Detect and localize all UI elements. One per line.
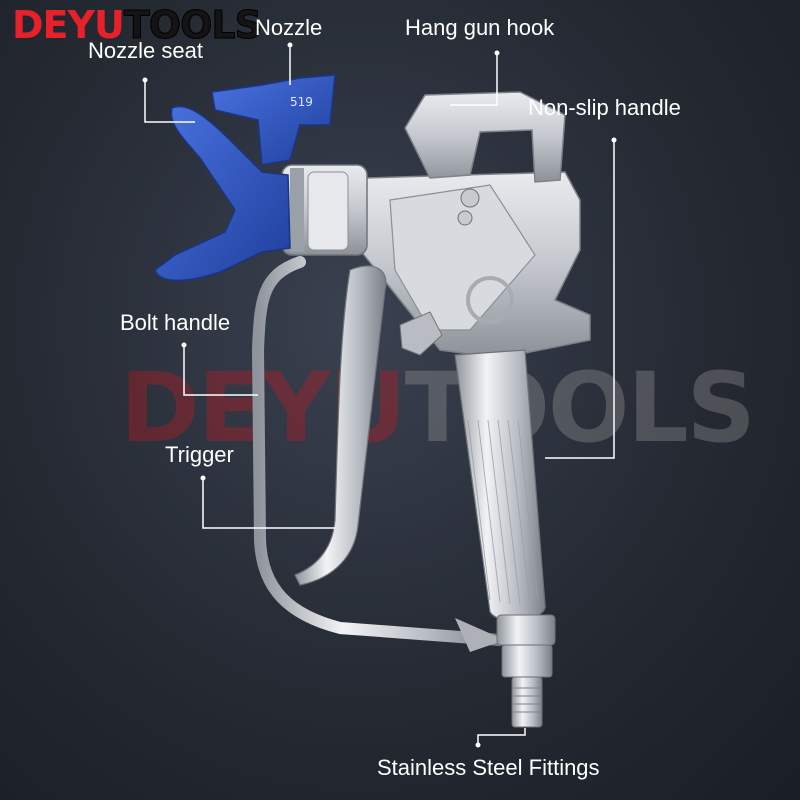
nozzle-seat <box>154 105 291 282</box>
nozzle <box>211 74 336 166</box>
trigger <box>294 265 387 586</box>
brand-logo: DEYUTOOLS <box>12 3 263 47</box>
nozzle-number: 519 <box>290 95 313 109</box>
bottom-nut <box>496 614 556 646</box>
label-trigger: Trigger <box>165 442 234 467</box>
label-stainless-steel-fittings: Stainless Steel Fittings <box>377 755 600 780</box>
label-hang-gun-hook: Hang gun hook <box>405 15 555 40</box>
label-nozzle: Nozzle <box>255 15 323 40</box>
stainless-steel-fitting <box>511 676 543 728</box>
label-non-slip-handle: Non-slip handle <box>528 95 681 120</box>
label-nozzle-seat: Nozzle seat <box>88 38 203 63</box>
label-bolt-handle: Bolt handle <box>120 310 231 335</box>
non-slip-handle <box>454 349 546 622</box>
guard-loop <box>251 256 506 646</box>
leader-lines <box>144 45 615 745</box>
hang-hook <box>404 91 566 183</box>
